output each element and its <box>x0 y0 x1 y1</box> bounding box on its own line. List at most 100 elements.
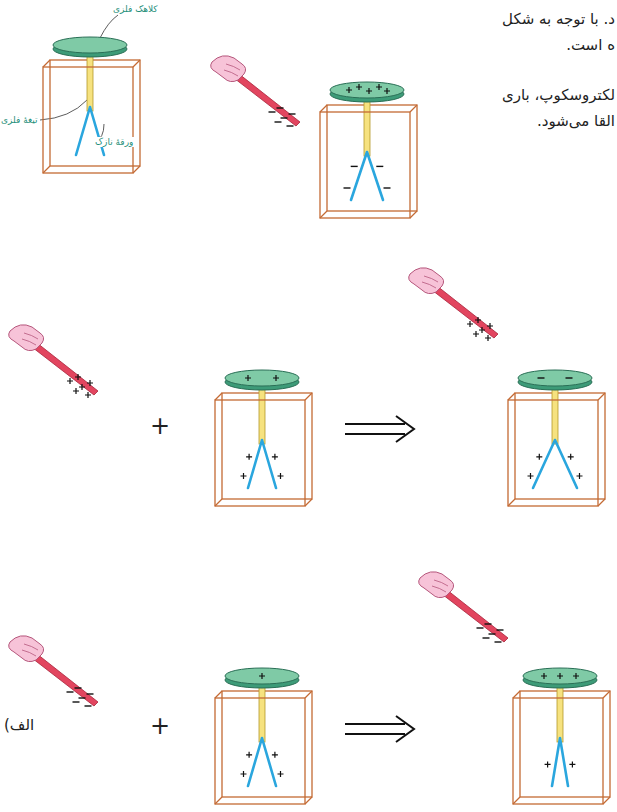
part-name: تیغهٔ فلزی <box>0 115 39 125</box>
minus-charge <box>79 697 86 698</box>
box-edges <box>320 105 417 218</box>
thin-leaves <box>76 107 104 155</box>
minus-charge <box>566 377 573 378</box>
plus-charge <box>272 752 278 758</box>
plus-charge <box>246 752 252 758</box>
leader-line <box>40 100 87 120</box>
minus-charge <box>269 111 276 112</box>
paragraph-text: ه است. <box>566 36 615 54</box>
box-back <box>515 393 605 499</box>
rod <box>28 650 98 706</box>
thin-leaves <box>351 152 383 200</box>
box-back <box>520 691 610 797</box>
electroscope <box>215 370 312 506</box>
paragraph-text: القا می‌شود. <box>537 112 615 130</box>
electroscope <box>43 37 140 173</box>
plus-charge <box>79 384 85 390</box>
hand <box>211 56 246 82</box>
rod <box>28 339 98 395</box>
plus-charge <box>376 84 382 90</box>
metal-blade <box>259 682 265 742</box>
minus-charge <box>67 691 74 692</box>
rod <box>438 586 508 642</box>
plus-charge <box>479 327 485 333</box>
box-edges <box>513 691 610 804</box>
fingers <box>22 644 38 656</box>
rod <box>428 282 498 338</box>
rod <box>230 70 300 126</box>
box-front <box>508 400 598 506</box>
minus-charge <box>87 693 94 694</box>
implies-arrow <box>345 716 414 742</box>
minus-charge <box>384 187 391 188</box>
box-edges <box>43 60 140 173</box>
plus-charge <box>67 378 73 384</box>
minus-charge <box>75 687 82 688</box>
electroscope <box>508 370 605 506</box>
minus-charge <box>376 166 383 167</box>
box-front <box>513 698 603 804</box>
minus-charge <box>344 187 351 188</box>
metal-cap <box>225 668 299 684</box>
plus-charge <box>569 761 575 767</box>
thin-leaves <box>533 440 577 488</box>
leader-line <box>100 15 118 38</box>
plus-charge <box>73 388 79 394</box>
minus-charge <box>495 641 502 642</box>
minus-charge <box>351 166 358 167</box>
electroscope <box>513 668 610 804</box>
plus-charge <box>245 375 251 381</box>
box-back <box>327 105 417 211</box>
fingers <box>422 276 438 288</box>
box-back <box>50 60 140 166</box>
box-front <box>320 112 410 218</box>
fingers <box>432 580 448 592</box>
minus-charge <box>73 701 80 702</box>
box-back <box>222 691 312 797</box>
minus-charge <box>289 113 296 114</box>
plus-charge <box>356 84 362 90</box>
plus-charge <box>278 473 284 479</box>
metal-blade <box>557 682 563 742</box>
plus-charge <box>241 473 247 479</box>
electroscope <box>215 668 312 804</box>
plus-charge <box>467 321 473 327</box>
thin-leaves <box>248 738 276 786</box>
plus-charge <box>473 331 479 337</box>
metal-blade <box>259 384 265 444</box>
plus-charge <box>577 473 583 479</box>
thin-leaves <box>552 738 568 786</box>
minus-charge <box>538 377 545 378</box>
minus-charge <box>477 627 484 628</box>
plus-charge <box>541 673 547 679</box>
plus-charge <box>568 454 574 460</box>
plus-charge <box>536 454 542 460</box>
plus-charge <box>87 380 93 386</box>
plus-charge <box>346 87 352 93</box>
paragraph-text: لکتروسکوپ، باری <box>502 86 615 104</box>
box-edges <box>215 393 312 506</box>
minus-charge <box>275 121 282 122</box>
part-name: کلاهک فلزی <box>112 4 159 14</box>
hand <box>419 572 454 598</box>
plus-charge <box>475 317 481 323</box>
leader-lines <box>40 15 118 142</box>
minus-charge <box>485 623 492 624</box>
plus-charge <box>272 454 278 460</box>
minus-charge <box>85 705 92 706</box>
plus-charge <box>557 673 563 679</box>
metal-blade <box>364 96 370 156</box>
charged-rod <box>409 268 498 341</box>
plus-charge <box>278 771 284 777</box>
metal-blade <box>87 51 93 111</box>
minus-charge <box>277 107 284 108</box>
fingers <box>22 333 38 345</box>
plus-charge <box>528 473 534 479</box>
charged-rod <box>211 56 300 126</box>
implies-arrow <box>345 416 414 442</box>
plus-charge <box>366 88 372 94</box>
metal-cap <box>330 82 404 98</box>
plus-charge <box>85 392 91 398</box>
charged-rod <box>9 636 98 706</box>
